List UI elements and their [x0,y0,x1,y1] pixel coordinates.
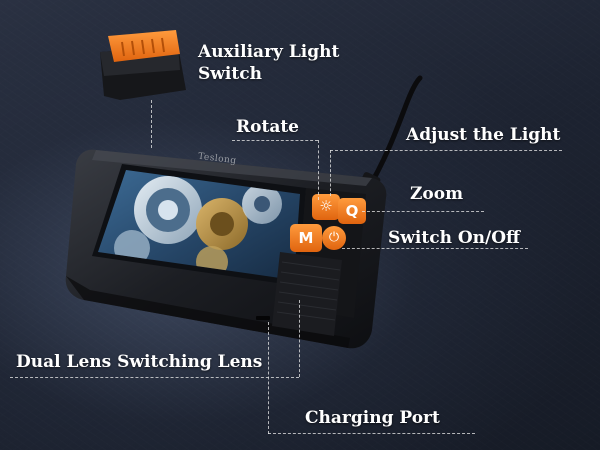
charging-leader-v [268,322,269,434]
label-auxiliary-light-switch: Auxiliary Light Switch [198,42,340,84]
dual-lens-leader-h [10,377,299,378]
aux-switch-inset [100,30,186,100]
rotate-leader-h [232,140,318,141]
aux-switch-leader [151,100,152,148]
label-dual-lens-switching-lens: Dual Lens Switching Lens [16,352,263,372]
zoom-button [338,198,366,224]
gear-icon [114,176,282,278]
label-adjust-the-light: Adjust the Light [406,125,561,145]
label-rotate: Rotate [236,117,300,137]
label-zoom: Zoom [410,184,464,204]
label-switch-on-off: Switch On/Off [388,228,520,248]
dual-lens-leader-v [299,300,300,377]
light-leader-v [330,150,331,196]
power-leader [342,248,528,249]
power-icon[interactable]: ⏻ [328,230,340,245]
power-button [322,226,346,250]
rotate-leader-v [318,140,319,200]
magnify-icon[interactable]: Q [345,202,359,220]
zoom-leader [362,211,484,212]
label-charging-port: Charging Port [305,408,440,428]
sun-icon[interactable]: ☼ [319,197,333,215]
mode-button [290,224,322,252]
charging-port [256,316,270,320]
mode-icon[interactable]: M [298,229,314,247]
light-button [312,194,340,220]
light-leader-h [330,150,562,151]
charging-leader-h [268,433,475,434]
